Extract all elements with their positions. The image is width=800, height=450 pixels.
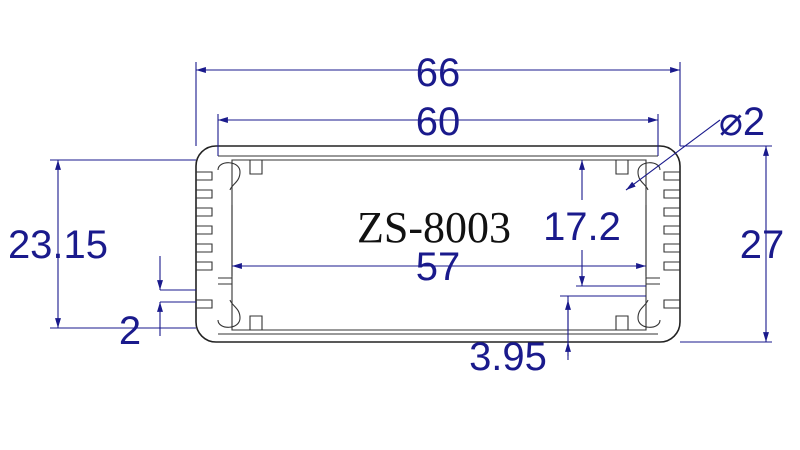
model-label: ZS-8003 [357, 203, 511, 252]
top-inner-rail [218, 155, 658, 175]
screw-boss-left [217, 162, 241, 328]
screw-boss-right [637, 162, 661, 328]
dim-hole-leader [625, 119, 721, 191]
label-inner-width: 60 [416, 100, 461, 144]
fins-left [196, 171, 213, 309]
dim-base-offset [560, 295, 646, 360]
dim-inner-height [50, 159, 196, 329]
label-overall-width: 66 [416, 51, 461, 95]
fins-right [663, 171, 680, 309]
label-slot-height: 17.2 [543, 205, 621, 249]
dim-slot-height [576, 160, 646, 287]
label-hole-diameter: ⌀2 [719, 100, 765, 144]
label-fin-pitch: 2 [119, 309, 141, 353]
enclosure-profile [195, 145, 681, 343]
label-inner-height: 23.15 [8, 223, 108, 267]
dim-inner-width [217, 114, 659, 156]
dim-overall-width [195, 62, 681, 146]
pcb-slot-rails [218, 205, 660, 285]
bottom-inner-rail [218, 315, 658, 335]
dim-fin-pitch [157, 256, 196, 336]
label-overall-height: 27 [740, 223, 785, 267]
label-base-offset: 3.95 [469, 335, 547, 379]
dim-overall-height [680, 145, 772, 343]
label-cavity-width: 57 [416, 245, 461, 289]
